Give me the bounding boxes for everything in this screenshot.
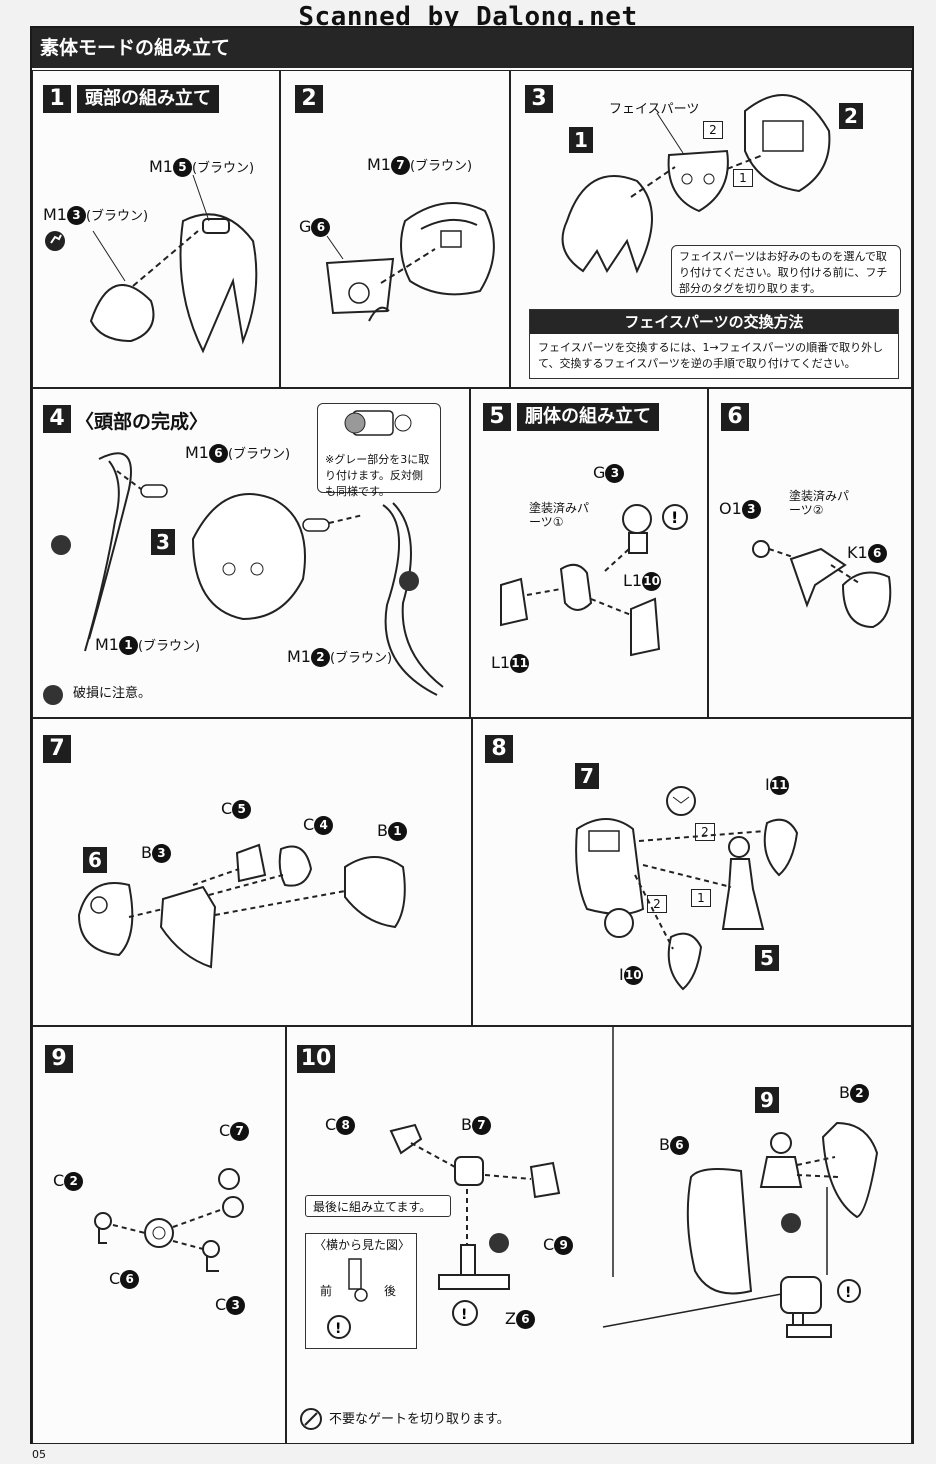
step-3-illustration [561,94,831,274]
caution-breakage: 破損に注意。 [73,686,152,701]
step-6-illustration [752,540,892,629]
step-8-panel: 8 7 5 2 1 2 I11 I10 [472,718,912,1026]
step-9-number: 9 [45,1045,73,1073]
back-label: 後 [384,1284,397,1298]
step-4-title: 〈頭部の完成〉 [75,411,209,433]
gate-cut-note: 不要なゲートを切り取ります。 [329,1412,510,1427]
order-box-2a: 2 [695,823,715,841]
step-9-illustration [94,1168,244,1272]
step-3-panel: 3 フェイスパーツ 1 2 2 1 フェイスパーツはお好みのものを選んで取り付け… [510,70,912,388]
face-parts-label: フェイスパーツ [609,102,700,117]
badge-3: 3 [151,529,175,555]
section-title: 素体モードの組み立て [32,28,912,68]
part-label-l1-11: L111 [491,653,530,673]
painted-part-1-label: 塗装済みパーツ① [529,501,590,529]
svg-text:!: ! [335,1321,341,1337]
badge-2: 2 [839,103,863,129]
badge-1: 1 [569,127,593,153]
order-box-1: 1 [691,889,711,907]
step-4-illustration [43,410,444,705]
badge-6: 6 [83,847,107,873]
step-5-title: 胴体の組み立て [517,403,659,431]
step-2-number: 2 [295,85,323,113]
face-exchange-title: フェイスパーツの交換方法 [530,310,898,334]
svg-text:!: ! [845,1285,851,1301]
step-4-number: 4 [43,405,71,433]
step-3-number: 3 [525,85,553,113]
badge-9: 9 [755,1087,779,1113]
step-5-number: 5 [483,403,511,431]
order-box-2: 2 [703,121,723,139]
step-5-illustration: ! [500,504,688,657]
step-7-illustration [77,843,406,969]
order-box-2b: 2 [647,895,667,913]
badge-7: 7 [575,763,599,789]
part-label-i10: I10 [619,965,643,985]
part-label-l1-10: L110 [623,571,662,591]
step-1-illustration [45,174,258,354]
face-exchange-body: フェイスパーツを交換するには、1→フェイスパーツの順番で取り外して、交換するフェ… [538,341,884,370]
painted-part-2-label: 塗装済みパーツ② [789,489,850,517]
part-label-i11: I11 [765,775,789,795]
side-view-title: 〈横から見た図〉 [314,1238,411,1252]
step-10-illustration: ! ! ! [300,1027,879,1430]
step-10-number: 10 [297,1045,335,1073]
face-exchange-box: フェイスパーツの交換方法 フェイスパーツを交換するには、1→フェイスパーツの順番… [529,309,899,379]
step-6-number: 6 [721,403,749,431]
front-label: 前 [320,1284,333,1298]
step-1-title: 頭部の組み立て [77,85,219,113]
face-parts-note: フェイスパーツはお好みのものを選んで取り付けてください。取り付ける前に、フチ部分… [671,245,901,297]
badge-5: 5 [755,945,779,971]
svg-text:!: ! [461,1307,467,1323]
order-box-1: 1 [733,169,753,187]
side-view-box: 〈横から見た図〉 前 後 [305,1233,417,1349]
step-8-illustration [575,786,799,991]
step-8-number: 8 [485,735,513,763]
step-7-number: 7 [43,735,71,763]
page-number: 05 [32,1448,46,1461]
step-2-illustration [325,202,495,322]
svg-text:!: ! [671,508,678,527]
last-assembly-note: 最後に組み立てます。 [305,1195,451,1217]
step-1-number: 1 [43,85,71,113]
